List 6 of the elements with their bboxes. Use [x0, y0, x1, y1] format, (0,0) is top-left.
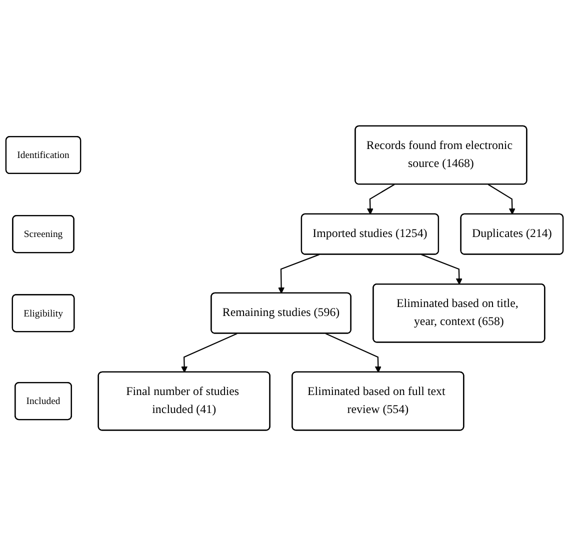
arrow: [488, 184, 516, 216]
arrow: [181, 334, 238, 374]
arrow: [326, 334, 382, 374]
arrow: [421, 254, 462, 286]
arrow: [278, 254, 320, 294]
arrow: [366, 184, 395, 216]
